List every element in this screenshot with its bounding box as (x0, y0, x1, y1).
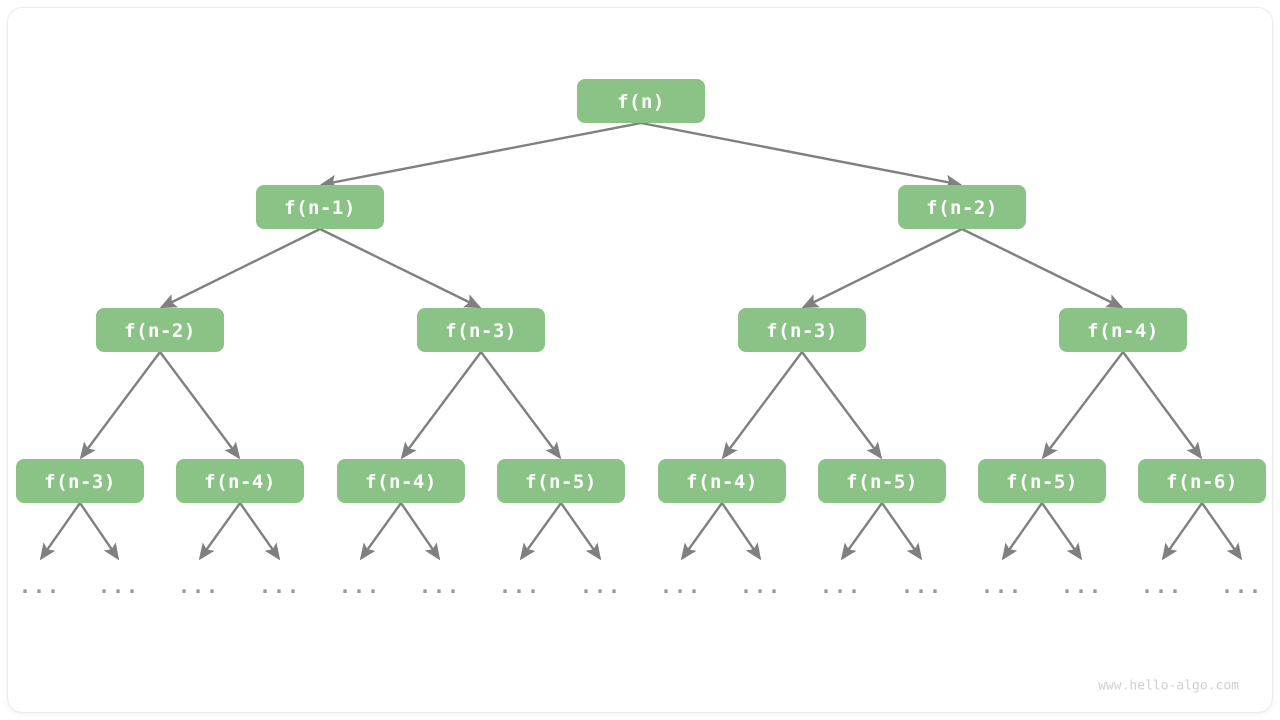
leaf-edge-n12-11 (881, 502, 923, 561)
node-label: f(n-3) (445, 320, 517, 342)
node-label: f(n-2) (926, 197, 998, 219)
node-label: f(n-5) (846, 471, 918, 493)
watermark: www.hello-algo.com (1098, 679, 1239, 694)
ellipsis-2: ... (178, 574, 220, 598)
tree-node-n4[interactable]: f(n-3) (417, 308, 545, 352)
edge-n6-to-n13 (1041, 351, 1124, 460)
ellipsis-13: ... (1061, 574, 1103, 598)
edge-n4-to-n10 (480, 351, 562, 460)
ellipsis-7: ... (580, 574, 622, 598)
node-label: f(n-4) (365, 471, 437, 493)
tree-node-n13[interactable]: f(n-5) (978, 459, 1106, 503)
edge-n1-to-n3 (159, 227, 321, 309)
node-label: f(n-4) (1087, 320, 1159, 342)
ellipsis-8: ... (660, 574, 702, 598)
node-box (658, 459, 786, 503)
node-label: f(n-5) (1006, 471, 1078, 493)
node-box (96, 308, 224, 352)
node-label: f(n-6) (1166, 471, 1238, 493)
node-box (978, 459, 1106, 503)
edge-n4-to-n9 (400, 351, 482, 460)
node-box (337, 459, 465, 503)
tree-node-n12[interactable]: f(n-5) (818, 459, 946, 503)
leaf-edge-n11-9 (721, 502, 762, 561)
node-label: f(n-4) (686, 471, 758, 493)
edge-n5-to-n12 (801, 351, 883, 460)
edge-n3-to-n7 (79, 351, 161, 460)
leaf-edge-n8-3 (239, 502, 281, 561)
tree-node-n7[interactable]: f(n-3) (16, 459, 144, 503)
edge-n3-to-n8 (159, 351, 241, 460)
node-box (818, 459, 946, 503)
leaf-edge-n13-13 (1041, 502, 1083, 561)
node-box (176, 459, 304, 503)
leaf-edges-group (39, 502, 1243, 561)
tree-node-n1[interactable]: f(n-1) (256, 185, 384, 229)
edge-n6-to-n14 (1122, 351, 1203, 460)
node-box (898, 185, 1026, 229)
leaf-edge-n12-10 (840, 502, 883, 561)
tree-node-n3[interactable]: f(n-2) (96, 308, 224, 352)
tree-node-n10[interactable]: f(n-5) (497, 459, 625, 503)
ellipsis-6: ... (499, 574, 541, 598)
node-box (577, 79, 705, 123)
leaf-edge-n14-14 (1161, 502, 1203, 561)
edge-n1-to-n4 (319, 227, 482, 309)
tree-node-n8[interactable]: f(n-4) (176, 459, 304, 503)
leaf-edge-n10-6 (519, 502, 562, 561)
edge-n2-to-n5 (801, 227, 963, 309)
tree-node-n6[interactable]: f(n-4) (1059, 308, 1187, 352)
leaf-edge-n7-1 (79, 502, 120, 561)
node-box (497, 459, 625, 503)
leaf-edge-n8-2 (198, 502, 241, 561)
leaf-edge-n10-7 (560, 502, 602, 561)
tree-node-n2[interactable]: f(n-2) (898, 185, 1026, 229)
ellipsis-12: ... (981, 574, 1023, 598)
leaf-edge-n9-5 (400, 502, 441, 561)
node-label: f(n) (617, 91, 665, 113)
node-box (16, 459, 144, 503)
leaf-edge-n13-12 (1001, 502, 1043, 561)
ellipsis-15: ... (1221, 574, 1263, 598)
leaf-edge-n9-4 (359, 502, 402, 561)
ellipsis-4: ... (339, 574, 381, 598)
leaf-edge-n7-0 (39, 502, 81, 561)
edges-group (79, 121, 1203, 460)
ellipsis-5: ... (419, 574, 461, 598)
tree-node-n14[interactable]: f(n-6) (1138, 459, 1266, 503)
nodes-group: f(n) f(n-1) f(n-2) f(n-2) f(n-3) f(n-3) f(n-4)… (16, 79, 1266, 503)
ellipsis-1: ... (98, 574, 140, 598)
ellipsis-9: ... (740, 574, 782, 598)
node-label: f(n-3) (44, 471, 116, 493)
tree-node-n0[interactable]: f(n) (577, 79, 705, 123)
ellipsis-0: ... (19, 574, 61, 598)
node-label: f(n-3) (766, 320, 838, 342)
node-label: f(n-1) (284, 197, 356, 219)
edge-n5-to-n11 (721, 351, 803, 460)
node-label: f(n-5) (525, 471, 597, 493)
tree-node-n11[interactable]: f(n-4) (658, 459, 786, 503)
node-box (738, 308, 866, 352)
node-box (256, 185, 384, 229)
node-label: f(n-4) (204, 471, 276, 493)
edge-n0-to-n1 (319, 121, 642, 189)
tree-node-n5[interactable]: f(n-3) (738, 308, 866, 352)
node-box (417, 308, 545, 352)
ellipsis-10: ... (820, 574, 862, 598)
tree-node-n9[interactable]: f(n-4) (337, 459, 465, 503)
leaf-edge-n11-8 (680, 502, 723, 561)
edge-n0-to-n2 (640, 121, 963, 189)
diagram-card (8, 8, 1272, 712)
ellipses-group: ........................................… (19, 574, 1263, 598)
node-label: f(n-2) (124, 320, 196, 342)
leaf-edge-n14-15 (1201, 502, 1243, 561)
ellipsis-11: ... (901, 574, 943, 598)
edge-n2-to-n6 (961, 227, 1124, 309)
ellipsis-14: ... (1141, 574, 1183, 598)
node-box (1138, 459, 1266, 503)
ellipsis-3: ... (259, 574, 301, 598)
node-box (1059, 308, 1187, 352)
